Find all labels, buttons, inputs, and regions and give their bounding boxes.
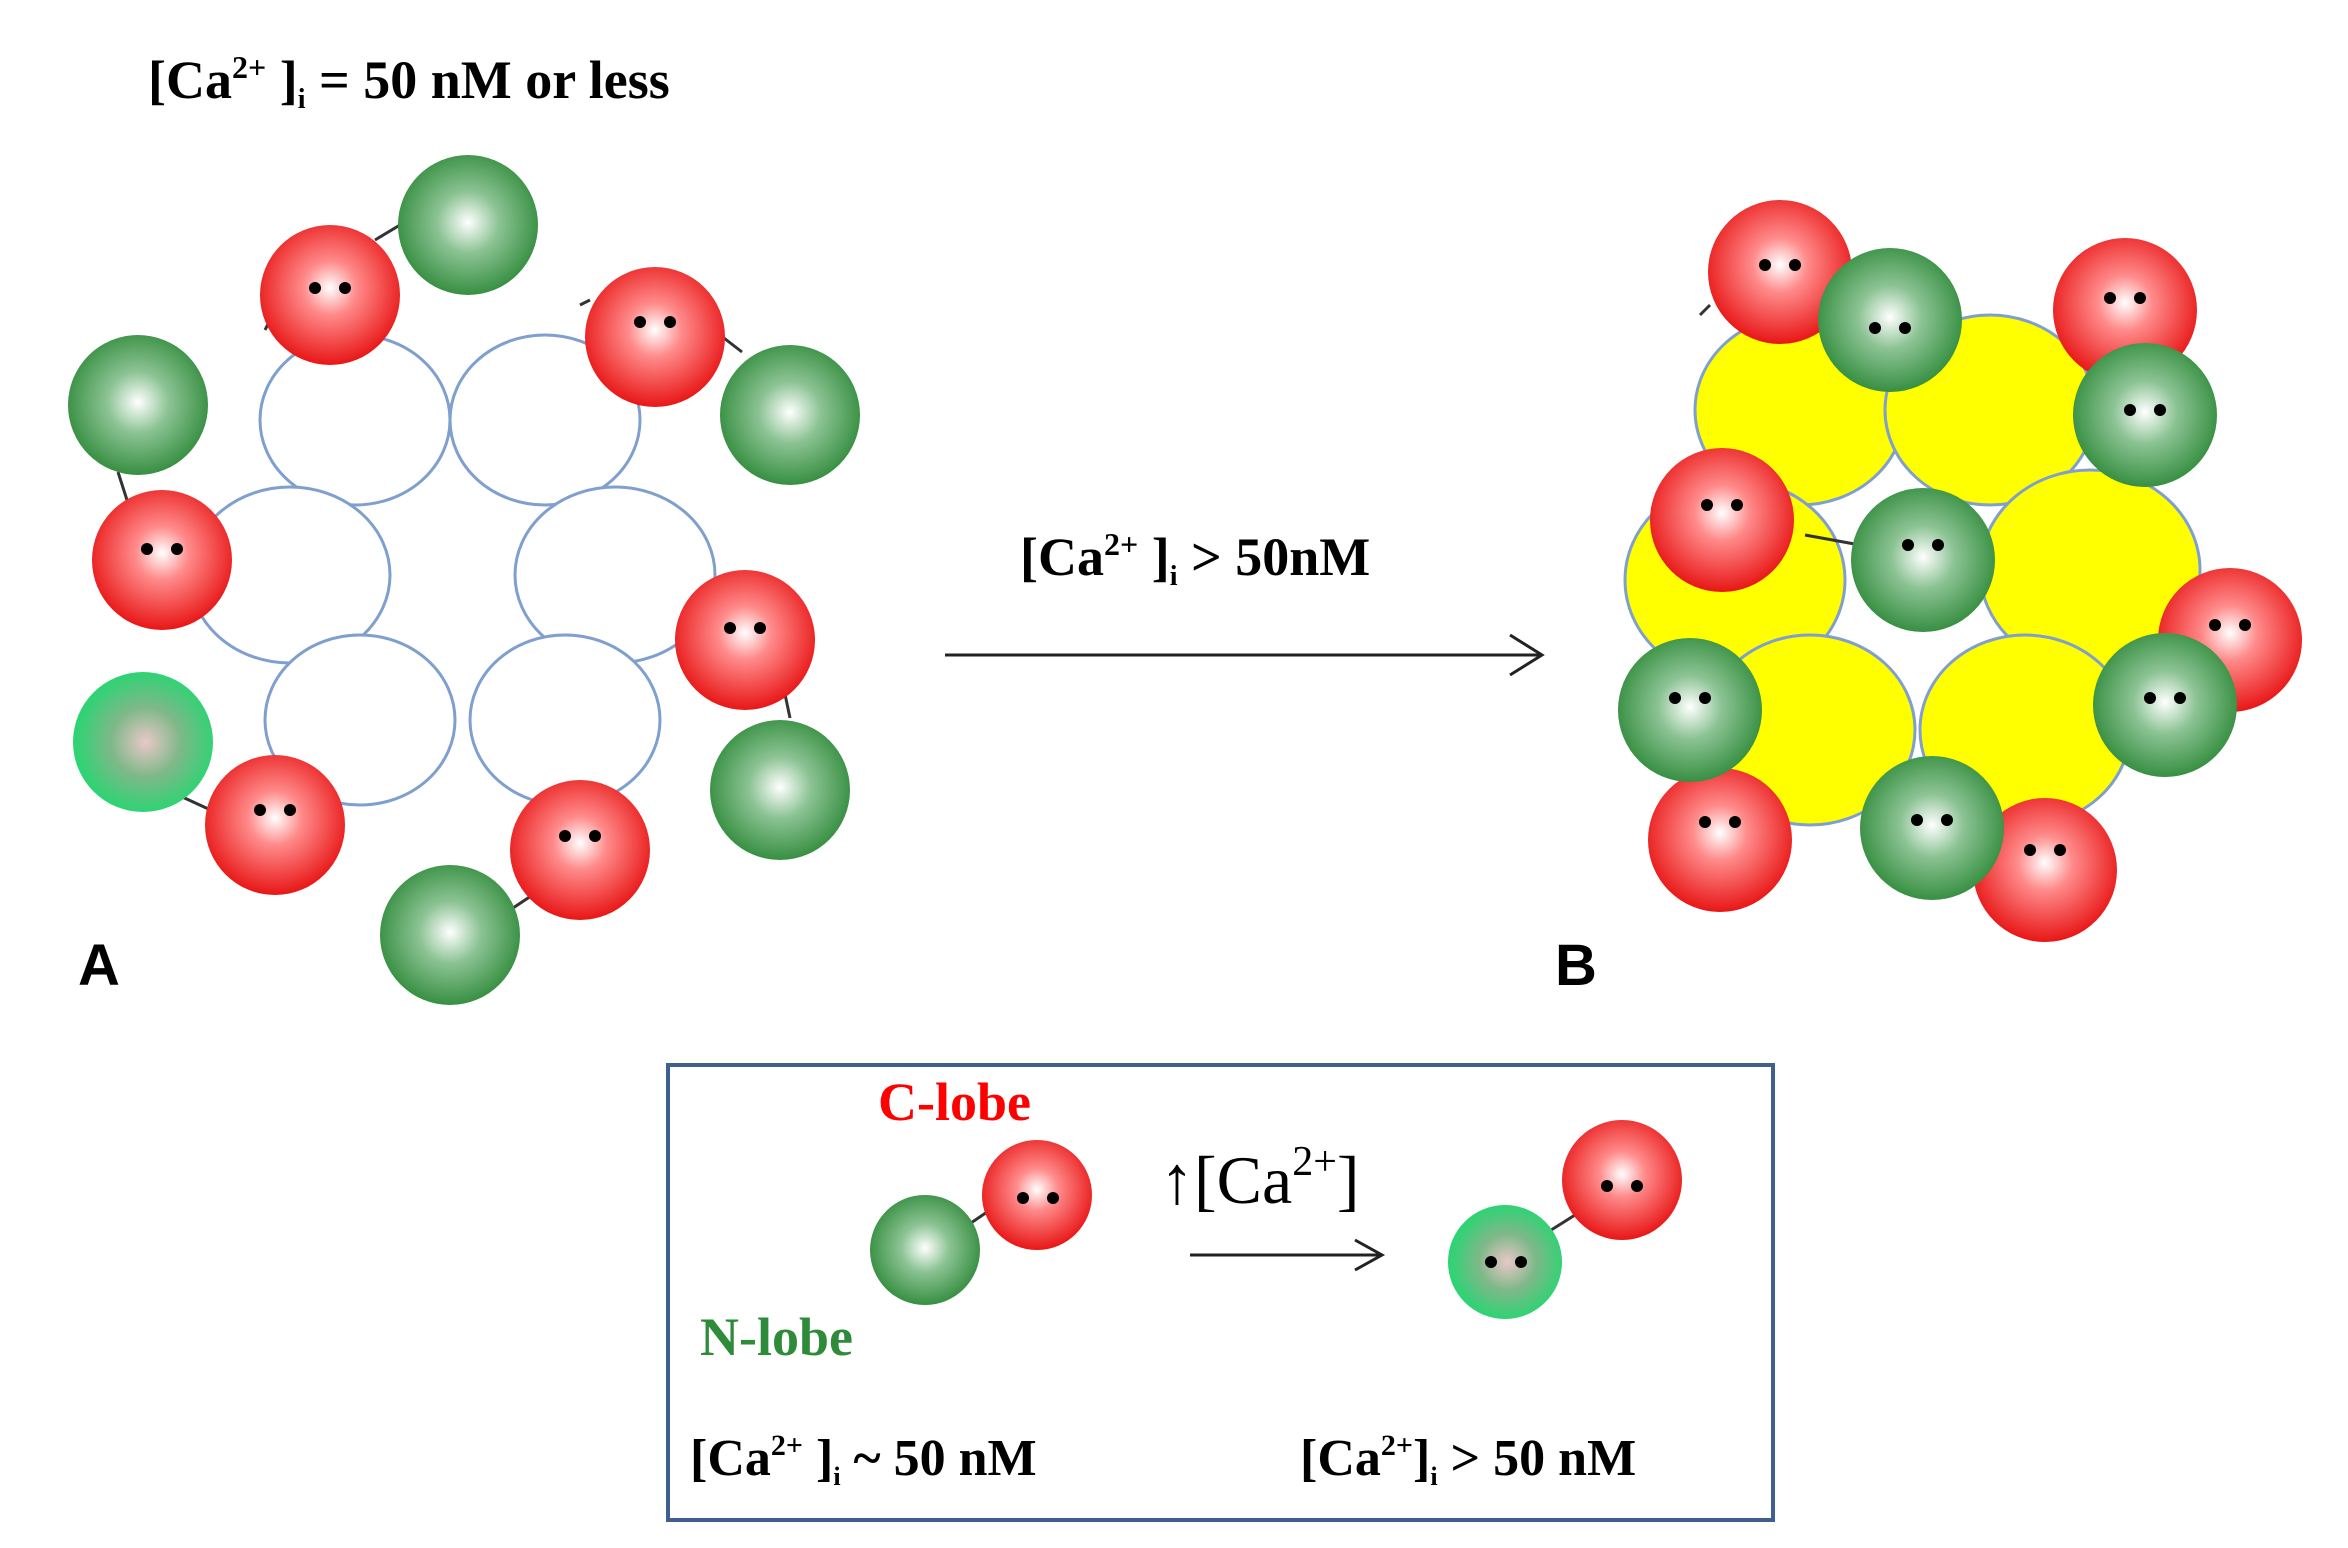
n-lobes-b [1618,248,2237,900]
activated-calmodulin [1448,1120,1682,1319]
activated-condition-label: [Ca2+]i > 50 nM [1300,1429,1636,1491]
panel-b-activated-complex: B [1555,200,2302,998]
n-lobes [68,155,860,1005]
n-lobe [2093,633,2237,777]
c-lobe [1648,768,1792,912]
lobe-legend: C-lobe N-lobe ↑[Ca2+] [Ca2+ ]i ~ 50 nM [… [666,1063,1775,1522]
n-lobe [720,345,860,485]
c-lobe [260,225,400,365]
n-lobe [2073,343,2217,487]
resting-calcium-label: [Ca2+ ]i = 50 nM or less [148,49,670,115]
activation-arrow: [Ca2+ ]i > 50nM [945,526,1545,677]
n-lobe-label: N-lobe [700,1307,853,1367]
n-lobe [1860,756,2004,900]
resting-calmodulin [870,1140,1092,1305]
panel-a-resting-complex: A [68,155,860,1005]
n-lobe [68,335,208,475]
panel-a-label: A [78,933,120,998]
n-lobe [398,155,538,295]
n-lobe [1851,488,1995,632]
c-lobe [205,755,345,895]
n-lobe [1618,638,1762,782]
n-lobe [380,865,520,1005]
c-lobe [1650,448,1794,592]
ring-subunit [258,333,452,507]
calcium-increase-label: ↑[Ca2+] [1160,1139,1360,1218]
ring-subunit [263,633,457,807]
ring-subunits [188,333,717,807]
n-lobe [1818,248,1962,392]
resting-condition-label: [Ca2+ ]i ~ 50 nM [690,1429,1037,1491]
c-lobe [585,267,725,407]
c-lobe [1708,200,1852,344]
c-lobe [1973,798,2117,942]
c-lobe [92,490,232,630]
c-lobe [1562,1120,1682,1240]
c-lobe [510,780,650,920]
c-lobe [982,1140,1092,1250]
c-lobes [92,225,815,920]
n-lobe [710,720,850,860]
ring-subunit [448,333,642,507]
n-lobe [1448,1205,1562,1319]
n-lobe [870,1195,980,1305]
activation-calcium-label: [Ca2+ ]i > 50nM [1020,526,1370,592]
ring-subunit [468,633,662,807]
c-lobe [675,570,815,710]
panel-b-label: B [1555,933,1597,998]
n-lobe [73,672,213,812]
c-lobe-label: C-lobe [878,1072,1031,1132]
